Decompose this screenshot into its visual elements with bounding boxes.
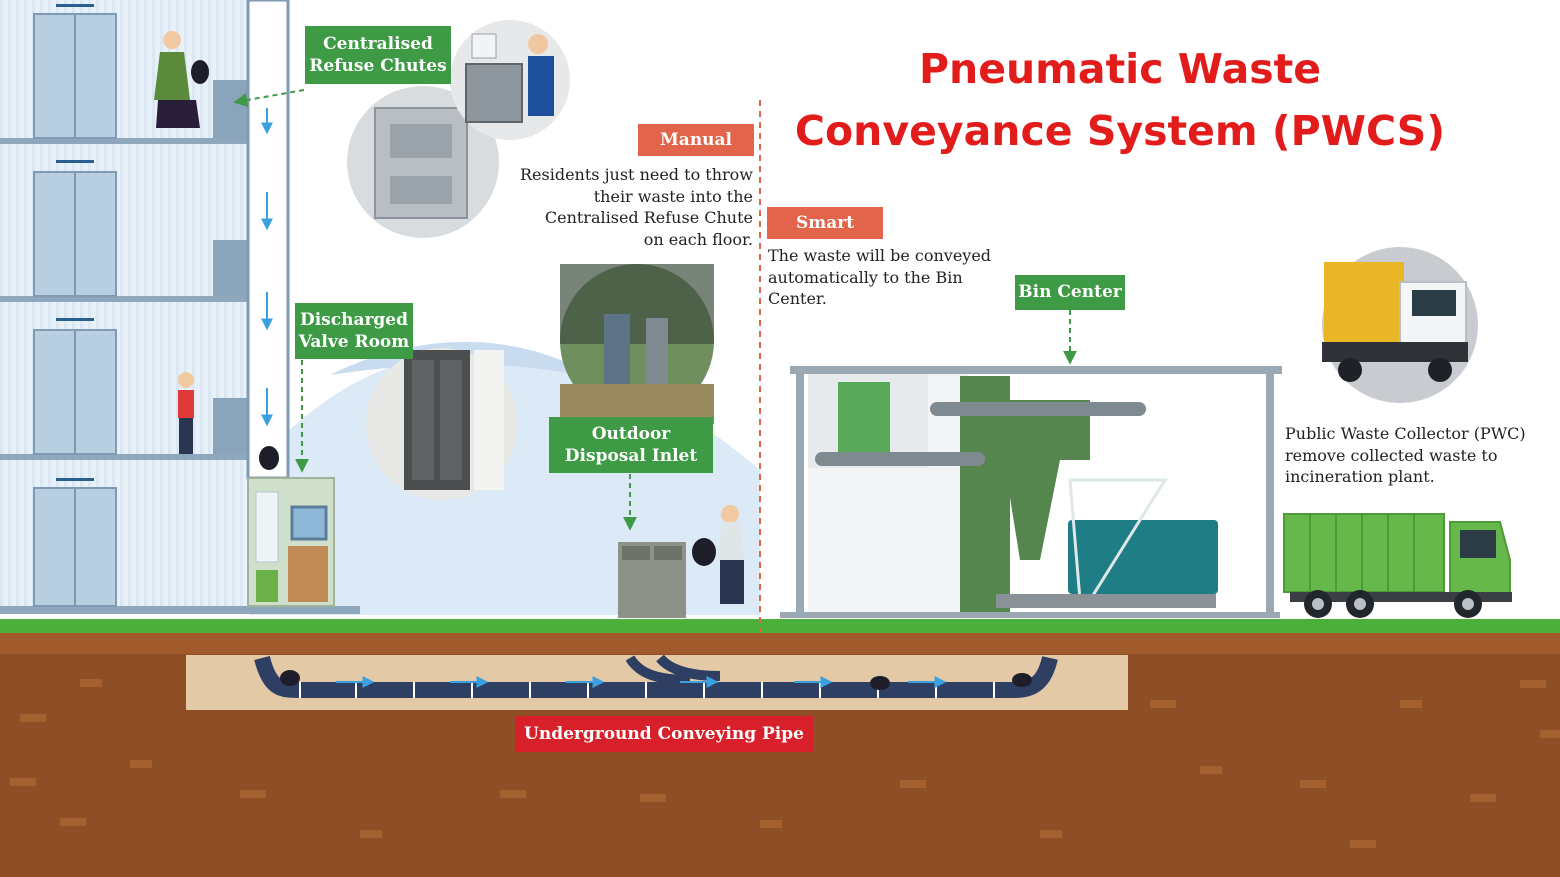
photo-valve-room (366, 348, 518, 500)
label-bin-center: Bin Center (1015, 275, 1125, 310)
title-line-1: Pneumatic Waste (918, 45, 1322, 93)
waste-bags-in-pipe (280, 670, 1032, 690)
pipe-branch (625, 654, 721, 685)
smart-description-line: The waste will be conveyed (768, 246, 992, 265)
resident-outdoor (692, 505, 744, 604)
garbage-truck (1283, 513, 1512, 618)
photo-refuse-chute-2 (450, 20, 570, 140)
label-valve-room-line-1: Discharged (299, 310, 409, 330)
soil-bricks (10, 679, 1560, 848)
photo-refuse-chute-1 (347, 86, 499, 238)
label-valve-room: Discharged Valve Room (295, 303, 413, 359)
photo-outdoor-inlet (560, 264, 714, 424)
manual-description-line: Centralised Refuse Chute (544, 208, 753, 227)
pwc-description-line: remove collected waste to (1285, 445, 1498, 465)
bin-center-building (780, 366, 1282, 618)
outdoor-inlet-bins (618, 542, 686, 618)
resident-third-floor (178, 372, 194, 454)
label-smart: Smart (767, 207, 883, 239)
smart-description-line: Center. (768, 289, 827, 308)
pwc-description: Public Waste Collector (PWC) remove coll… (1285, 423, 1555, 488)
label-valve-room-line-2: Valve Room (298, 332, 410, 352)
label-refuse-chutes: Centralised Refuse Chutes (305, 26, 451, 84)
label-refuse-chutes-line-2: Refuse Chutes (309, 56, 447, 76)
label-outdoor-inlet-line-2: Disposal Inlet (564, 446, 698, 466)
manual-description-line: on each floor. (643, 229, 753, 249)
page-title: Pneumatic Waste Conveyance System (PWCS) (780, 38, 1460, 162)
photo-collection-truck (1322, 247, 1478, 403)
label-refuse-chutes-line-1: Centralised (323, 34, 433, 54)
label-outdoor-inlet: Outdoor Disposal Inlet (549, 417, 713, 473)
pipe-main (254, 655, 1058, 698)
resident-top-floor (154, 31, 209, 128)
title-line-2: Conveyance System (PWCS) (794, 107, 1446, 155)
smart-description-line: automatically to the Bin (768, 267, 963, 287)
label-manual: Manual (638, 124, 754, 156)
grass-strip (0, 619, 1560, 633)
pwc-description-line: Public Waste Collector (PWC) (1285, 424, 1526, 443)
label-outdoor-inlet-line-1: Outdoor (591, 424, 671, 444)
manual-description-line: Residents just need to throw (519, 165, 753, 184)
manual-description: Residents just need to throw their waste… (505, 164, 753, 250)
label-underground-pipe: Underground Conveying Pipe (515, 716, 813, 752)
label-leaders (233, 89, 1077, 531)
apartment-building (0, 0, 360, 614)
pwc-description-line: incineration plant. (1285, 467, 1435, 486)
manual-description-line: their waste into the (593, 186, 753, 206)
pipe-joints (299, 682, 995, 698)
soil-top-band (0, 632, 1560, 654)
smart-description: The waste will be conveyed automatically… (768, 245, 1008, 310)
